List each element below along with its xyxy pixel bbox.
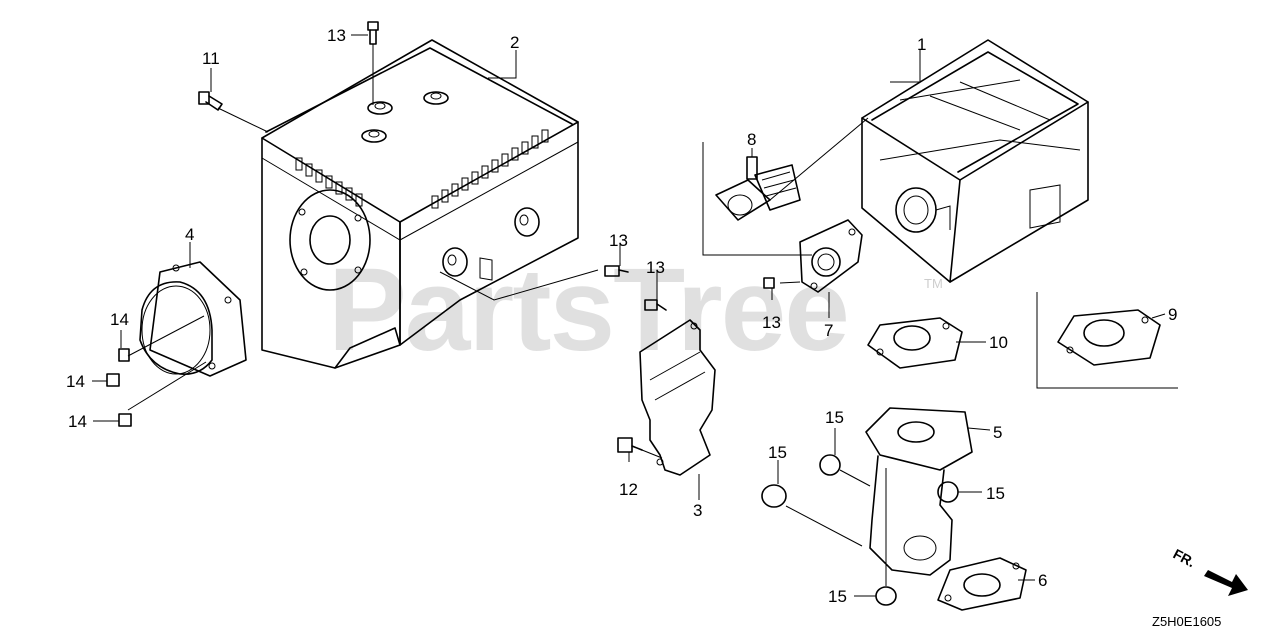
callout-15-b: 15 bbox=[768, 443, 787, 462]
callout-1: 1 bbox=[917, 35, 926, 54]
watermark: PartsTree bbox=[328, 244, 848, 376]
callout-6: 6 bbox=[1038, 571, 1047, 590]
callout-14-b: 14 bbox=[66, 372, 85, 391]
bolt-13-top bbox=[367, 21, 379, 45]
callout-13-mid: 13 bbox=[646, 258, 665, 277]
front-arrow-icon bbox=[1204, 570, 1248, 596]
callout-13-top: 13 bbox=[327, 26, 346, 45]
bolt-13-mid bbox=[644, 299, 667, 311]
exhaust-cover bbox=[139, 261, 247, 377]
front-direction-indicator: FR. bbox=[1171, 546, 1248, 596]
gasket-box bbox=[1036, 292, 1178, 389]
callout-7: 7 bbox=[824, 321, 833, 340]
spark-arrester-screen bbox=[715, 156, 801, 221]
nut-15-d bbox=[875, 586, 897, 606]
callout-3: 3 bbox=[693, 501, 702, 520]
callouts: 1 2 3 4 5 6 7 8 9 10 11 12 13 13 13 13 1… bbox=[66, 26, 1177, 606]
callout-15-c: 15 bbox=[986, 484, 1005, 503]
callout-14-c: 14 bbox=[68, 412, 87, 431]
callout-5: 5 bbox=[993, 423, 1002, 442]
callout-12: 12 bbox=[619, 480, 638, 499]
gasket-6 bbox=[937, 557, 1027, 611]
callout-10: 10 bbox=[989, 333, 1008, 352]
callout-8: 8 bbox=[747, 130, 756, 149]
diagram-code: Z5H0E1605 bbox=[1152, 614, 1221, 629]
screen-box bbox=[702, 142, 812, 256]
callout-11: 11 bbox=[202, 49, 220, 68]
callout-13-plate: 13 bbox=[762, 313, 781, 332]
bracket bbox=[639, 319, 716, 476]
screw-14-b bbox=[106, 373, 120, 387]
exhaust-flange-pipe bbox=[865, 407, 973, 576]
leader-lines bbox=[92, 34, 1166, 597]
muffler bbox=[861, 39, 1089, 283]
screw-14-a bbox=[118, 348, 130, 362]
watermark-tm: TM bbox=[924, 276, 943, 291]
callout-4: 4 bbox=[185, 225, 194, 244]
front-label: FR. bbox=[1171, 546, 1198, 571]
callout-13-bracket: 13 bbox=[609, 231, 628, 250]
callout-14-a: 14 bbox=[110, 310, 129, 329]
callout-2: 2 bbox=[510, 33, 519, 52]
nut-15-a bbox=[819, 454, 841, 476]
bolt-13-bracket bbox=[604, 265, 629, 277]
callout-15-d: 15 bbox=[828, 587, 847, 606]
bolt-12 bbox=[617, 437, 643, 453]
gasket-9 bbox=[1057, 309, 1161, 366]
gasket-10 bbox=[867, 317, 963, 369]
muffler-protector bbox=[261, 39, 579, 369]
callout-15-a: 15 bbox=[825, 408, 844, 427]
arrester-plate bbox=[799, 219, 863, 293]
bolt-13-plate bbox=[763, 277, 775, 289]
nut-15-b bbox=[761, 484, 787, 508]
screw-14-c bbox=[118, 413, 132, 427]
bolt-11 bbox=[198, 91, 223, 111]
callout-9: 9 bbox=[1168, 305, 1177, 324]
